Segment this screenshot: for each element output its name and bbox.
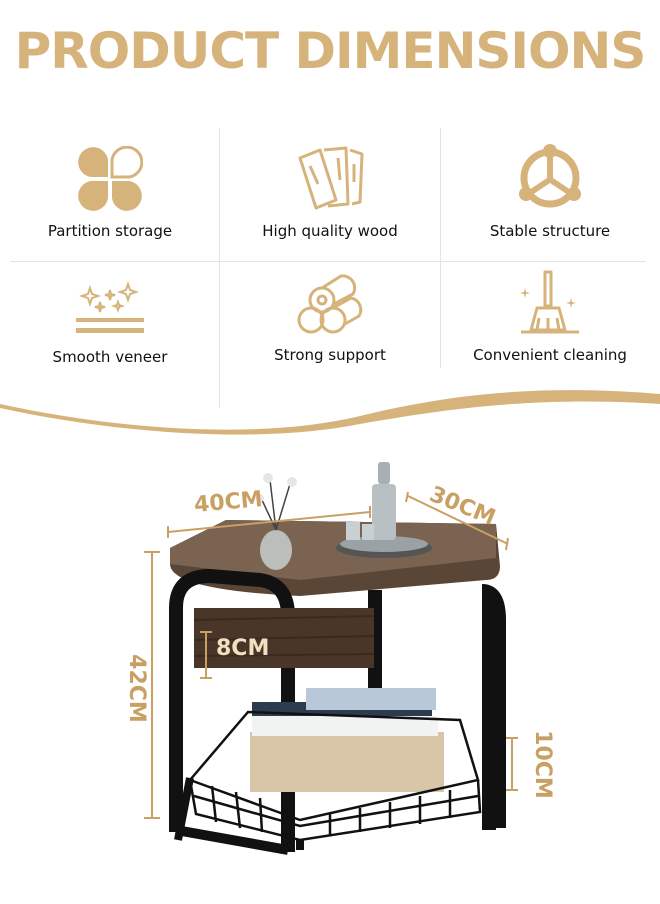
sparkle-icon bbox=[76, 280, 144, 333]
divider bbox=[219, 128, 220, 408]
feature-high-quality-wood: High quality wood bbox=[220, 144, 440, 240]
feature-grid: Partition storage High quality wood Stab… bbox=[0, 128, 660, 408]
divider bbox=[440, 128, 441, 368]
feature-label: Convenient cleaning bbox=[473, 346, 627, 364]
decorative-wave bbox=[0, 390, 660, 435]
height-dimension-label: 42CM bbox=[123, 654, 149, 723]
feature-label: Strong support bbox=[274, 346, 386, 364]
feature-stable-structure: Stable structure bbox=[440, 144, 660, 240]
feature-label: Stable structure bbox=[489, 222, 611, 240]
wood-planks-icon bbox=[298, 146, 364, 210]
feature-label: Partition storage bbox=[47, 222, 173, 240]
triangle-structure-icon bbox=[519, 144, 581, 208]
feature-partition-storage: Partition storage bbox=[0, 146, 220, 240]
panel-dimension-label: 8CM bbox=[216, 636, 270, 661]
feature-smooth-veneer: Smooth veneer bbox=[0, 280, 220, 366]
feature-label: High quality wood bbox=[262, 222, 398, 240]
feature-strong-support: Strong support bbox=[220, 272, 440, 364]
broom-icon bbox=[520, 270, 579, 334]
page-title: PRODUCT DIMENSIONS bbox=[14, 22, 647, 80]
feature-label: Smooth veneer bbox=[52, 348, 168, 366]
side-table-image bbox=[144, 462, 518, 855]
feature-convenient-cleaning: Convenient cleaning bbox=[440, 268, 660, 364]
divider bbox=[10, 261, 646, 262]
clover-icon bbox=[78, 146, 143, 211]
logs-icon bbox=[297, 274, 363, 334]
basket-dimension-label: 10CM bbox=[529, 730, 555, 799]
